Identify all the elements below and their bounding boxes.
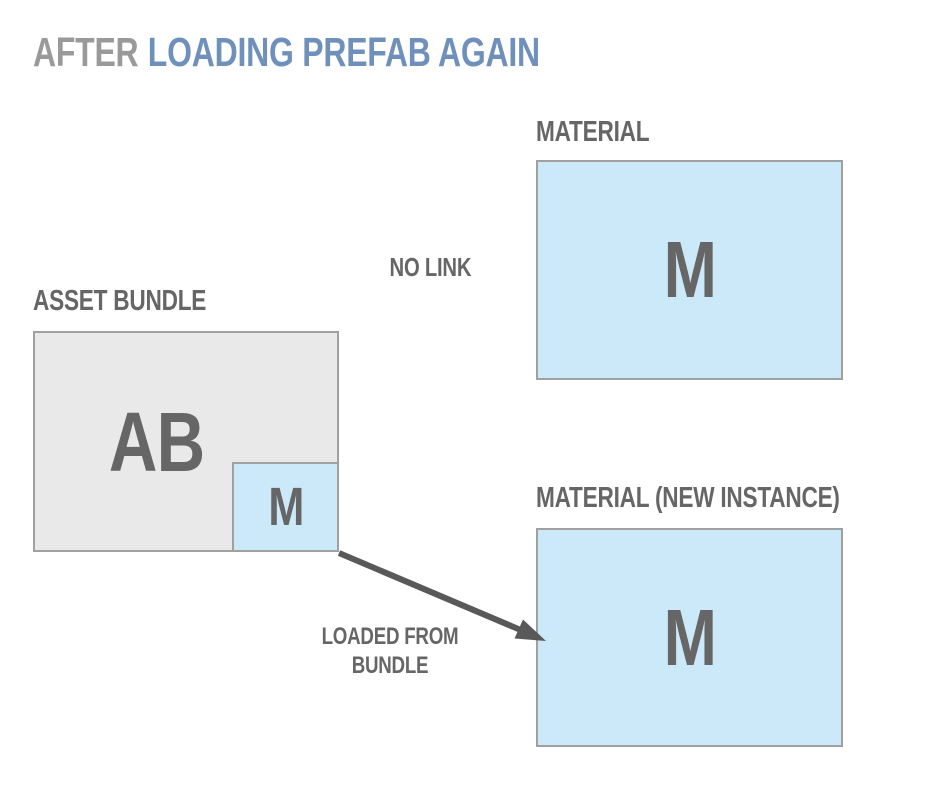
arrow-line — [337, 550, 525, 634]
material-new-instance-letter: M — [663, 592, 716, 682]
asset-bundle-box: AB — [33, 331, 339, 552]
loaded-from-bundle-label: LOADED FROM BUNDLE — [292, 622, 488, 680]
asset-bundle-label: ASSET BUNDLE — [33, 285, 207, 317]
caption-line-2: BUNDLE — [351, 652, 429, 679]
bundled-material-letter: M — [267, 477, 304, 537]
material-new-instance-label: MATERIAL (NEW INSTANCE) — [536, 482, 840, 514]
material-letter: M — [663, 225, 716, 314]
title-loading-prefab-again: LOADING PREFAB AGAIN — [147, 29, 540, 75]
asset-bundle-letter: AB — [109, 394, 205, 489]
material-label: MATERIAL — [536, 116, 650, 148]
bundled-material-box: M — [232, 462, 339, 552]
caption-line-1: LOADED FROM — [321, 623, 459, 650]
material-box: M — [536, 160, 843, 380]
title-after: AFTER — [33, 29, 139, 75]
material-new-instance-box: M — [536, 528, 843, 747]
no-link-label: NO LINK — [389, 252, 471, 282]
